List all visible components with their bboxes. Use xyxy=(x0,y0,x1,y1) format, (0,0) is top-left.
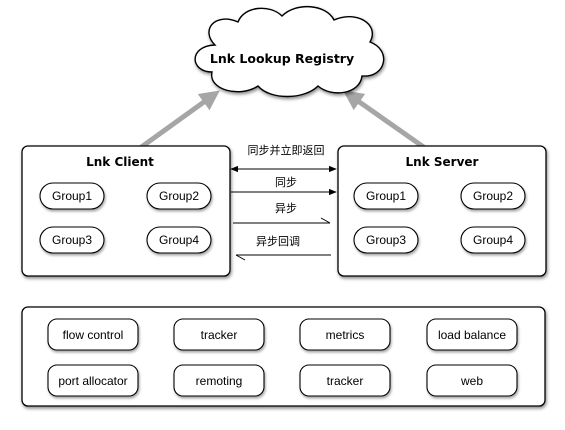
module-port-allocator-label: port allocator xyxy=(58,374,127,388)
client-group-1: Group1 xyxy=(39,182,105,210)
server-group-2: Group2 xyxy=(460,182,526,210)
server-group-3: Group3 xyxy=(353,226,419,254)
module-flow-control-label: flow control xyxy=(63,328,124,342)
module-load-balance: load balance xyxy=(426,318,518,351)
client-group-4-label: Group4 xyxy=(159,233,199,247)
sync-label: 同步 xyxy=(275,176,297,189)
async-callback-arrow-head xyxy=(235,254,246,261)
client-to-registry-arrow xyxy=(138,90,220,151)
client-title: Lnk Client xyxy=(86,155,154,169)
client-group-2-label: Group2 xyxy=(159,189,199,203)
client-group-3: Group3 xyxy=(39,226,105,254)
server-to-registry-arrow xyxy=(343,90,427,151)
server-group-3-label: Group3 xyxy=(366,233,406,247)
client-group-2: Group2 xyxy=(146,182,212,210)
module-load-balance-label: load balance xyxy=(438,328,506,342)
async-arrow-head xyxy=(320,217,331,224)
module-web-label: web xyxy=(460,374,483,388)
client-group-1-label: Group1 xyxy=(52,189,92,203)
server-group-1: Group1 xyxy=(353,182,419,210)
module-tracker-2: tracker xyxy=(299,364,391,397)
module-tracker-1: tracker xyxy=(173,318,265,351)
server-group-2-label: Group2 xyxy=(473,189,513,203)
server-title: Lnk Server xyxy=(406,155,479,169)
registry-cloud xyxy=(194,5,385,98)
async-callback-label: 异步回调 xyxy=(256,235,300,248)
server-group-1-label: Group1 xyxy=(366,189,406,203)
module-metrics: metrics xyxy=(299,318,391,351)
server-group-4: Group4 xyxy=(460,226,526,254)
module-flow-control: flow control xyxy=(47,318,139,351)
module-metrics-label: metrics xyxy=(326,328,365,342)
module-remoting: remoting xyxy=(173,364,265,397)
registry-title: Lnk Lookup Registry xyxy=(210,51,354,66)
module-port-allocator: port allocator xyxy=(47,364,139,397)
module-tracker-2-label: tracker xyxy=(327,374,364,388)
sync-return-label: 同步并立即返回 xyxy=(248,143,325,157)
client-group-3-label: Group3 xyxy=(52,233,92,247)
modules-container xyxy=(21,306,546,407)
module-remoting-label: remoting xyxy=(196,374,243,388)
module-web: web xyxy=(426,364,518,397)
module-tracker-1-label: tracker xyxy=(201,328,238,342)
async-label: 异步 xyxy=(275,202,297,215)
server-group-4-label: Group4 xyxy=(473,233,513,247)
client-group-4: Group4 xyxy=(146,226,212,254)
